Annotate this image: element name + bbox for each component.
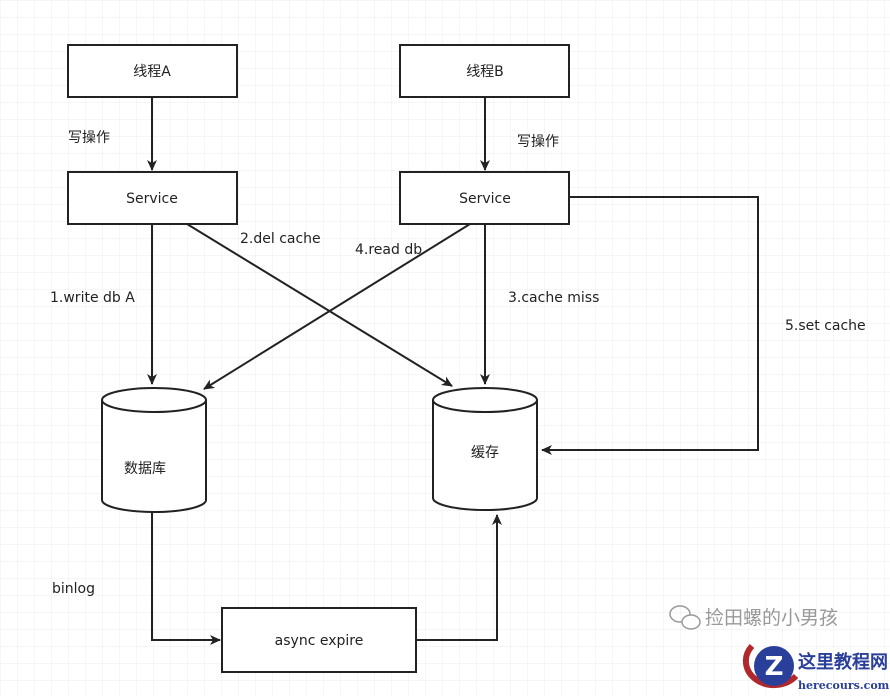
label-async-expire: async expire [275,633,364,649]
watermark: 捡田螺的小男孩 Z 这里教程网 herecours.com [669,605,890,692]
node-thread-a[interactable] [67,44,238,98]
label-service-a: Service [126,191,178,207]
label-service-b: Service [459,191,511,207]
label-cache: 缓存 [471,445,499,461]
label-cache-miss: 3.cache miss [508,290,599,306]
node-service-b[interactable] [399,171,570,225]
site-logo-icon: Z [742,643,799,689]
edge-read-db [203,223,471,390]
label-database: 数据库 [124,461,166,477]
edge-set-cache [541,196,759,455]
label-write-db: 1.write db A [50,290,135,306]
svg-text:Z: Z [765,652,784,682]
edge-binlog [151,510,221,645]
node-database[interactable] [101,387,207,513]
node-service-a[interactable] [67,171,238,225]
wechat-icon [669,605,701,630]
label-set-cache: 5.set cache [785,318,866,334]
label-del-cache: 2.del cache [240,231,321,247]
label-write-op-a: 写操作 [68,130,110,146]
label-binlog: binlog [52,581,95,597]
watermark-account: 捡田螺的小男孩 [705,607,838,629]
edge-async-expire-to-cache [416,514,502,641]
label-write-op-b: 写操作 [517,134,559,150]
label-thread-b: 线程B [466,64,504,80]
edge-del-cache [186,223,453,387]
label-read-db: 4.read db [355,242,422,258]
watermark-site-url: herecours.com [798,679,890,692]
node-thread-b[interactable] [399,44,570,98]
node-async-expire[interactable] [221,607,417,673]
node-cache[interactable] [432,387,538,511]
watermark-site-name: 这里教程网 [798,651,888,673]
label-thread-a: 线程A [133,64,171,80]
